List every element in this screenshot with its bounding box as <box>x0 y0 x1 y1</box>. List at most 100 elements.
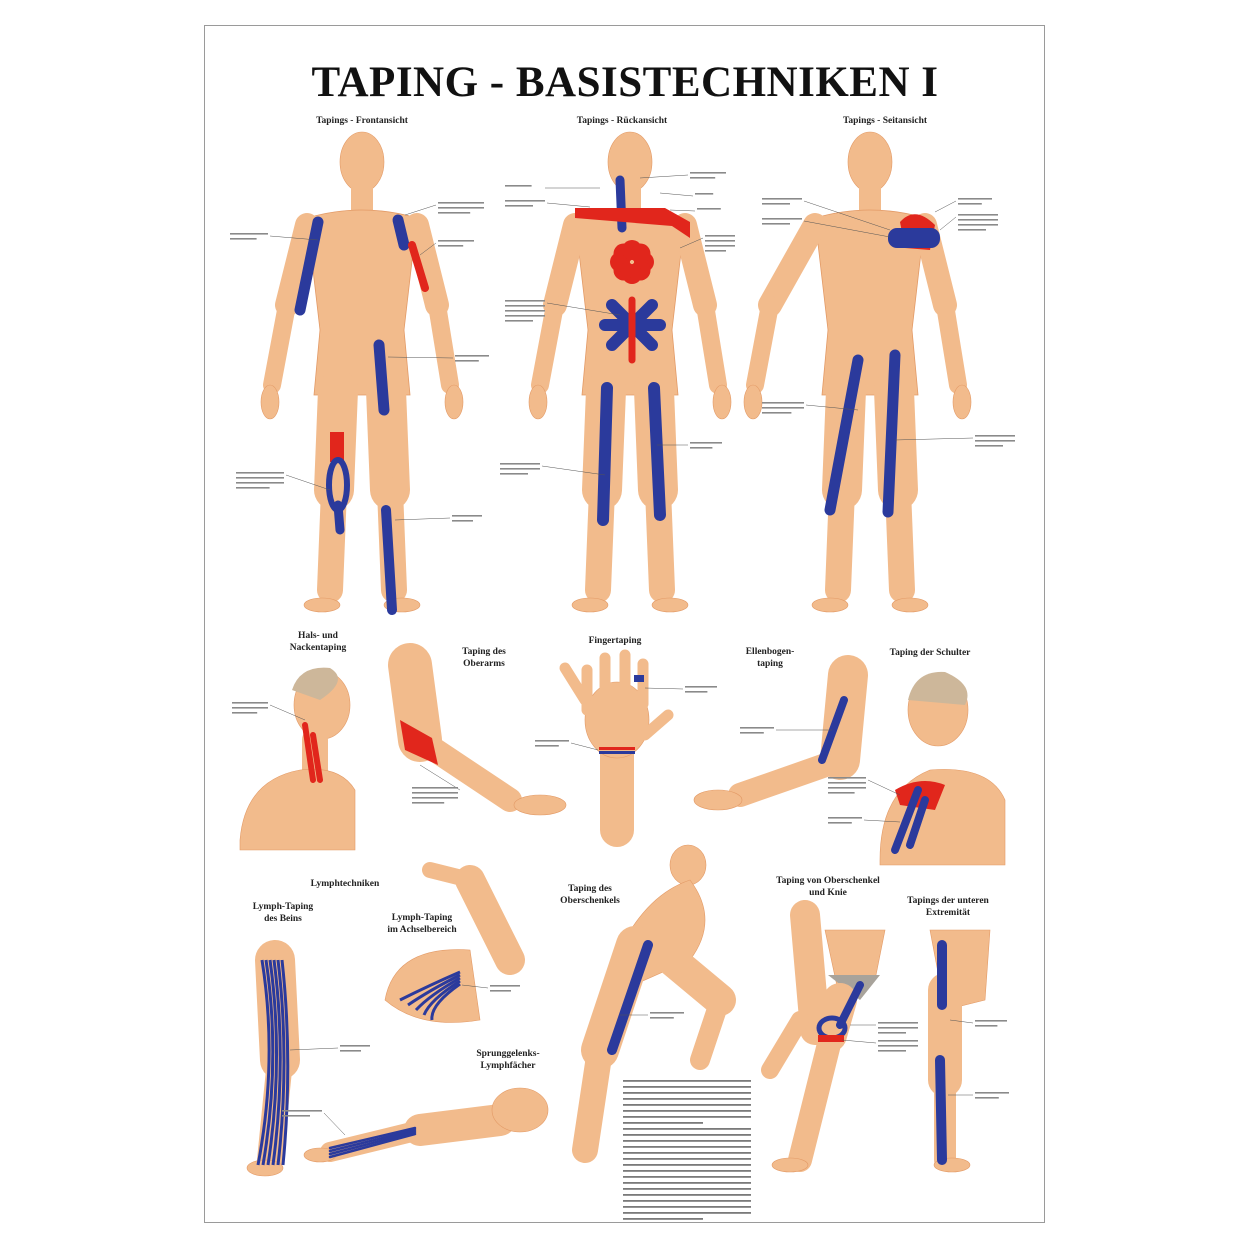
annotation-text <box>412 792 458 794</box>
heading-line: Taping des <box>462 647 506 657</box>
leader-line <box>546 302 621 316</box>
heading-finger-taping: Fingertaping <box>588 636 642 646</box>
annotation-text <box>695 193 714 195</box>
annotation-text <box>236 487 270 489</box>
tape-hamstring <box>882 349 901 518</box>
foot <box>811 597 849 613</box>
heading-line: Ellenbogen- <box>745 647 795 657</box>
heading-line: Oberarms <box>463 659 505 669</box>
leader-line <box>644 687 684 690</box>
forearm <box>408 728 522 812</box>
tape-upper-arm <box>400 720 438 765</box>
leader-line <box>387 356 454 359</box>
info-text-line <box>623 1182 751 1184</box>
leader-line <box>867 779 901 796</box>
shin <box>761 1011 809 1079</box>
shin <box>825 477 855 603</box>
leader-line <box>934 200 957 213</box>
tape-lower-leg <box>935 1055 947 1165</box>
annotation-text <box>740 727 774 729</box>
hand <box>952 384 972 420</box>
tape-lymph-fan <box>399 970 461 1002</box>
forearm <box>263 296 296 394</box>
annotation-text <box>455 355 489 357</box>
annotation-text <box>650 1012 684 1014</box>
annotation-text <box>878 1022 918 1024</box>
thigh <box>790 900 830 1045</box>
hair <box>292 667 338 700</box>
leader-line <box>285 474 331 491</box>
annotation-text <box>535 745 559 747</box>
forearm <box>746 296 779 394</box>
info-text-line <box>623 1134 751 1136</box>
tape-wrist <box>599 751 635 754</box>
leader-line <box>546 202 591 208</box>
heading-line: Sprunggelenks- <box>476 1049 540 1059</box>
leader-line <box>269 704 306 721</box>
annotation-text <box>232 712 258 714</box>
annotation-text <box>762 218 802 220</box>
leader-line <box>289 1047 339 1051</box>
annotation-text <box>740 732 764 734</box>
annotation-text <box>762 402 804 404</box>
info-text-line <box>623 1116 751 1118</box>
heading-back-view: Tapings - Rückansicht <box>576 116 668 126</box>
leader-line <box>679 237 704 249</box>
annotation-text <box>975 1020 1007 1022</box>
tape-lymph-fan <box>407 973 461 1007</box>
tape-lymph-fan <box>276 959 286 1166</box>
annotation-text <box>690 177 716 179</box>
info-text-line <box>623 1188 751 1190</box>
tape-wrist <box>599 747 635 750</box>
upper-arm <box>673 213 717 317</box>
tape-knee-ligament <box>818 1035 844 1042</box>
leader-line <box>404 204 437 216</box>
info-text-line <box>623 1212 751 1214</box>
annotation-text <box>878 1027 918 1029</box>
info-text-line <box>623 1098 751 1100</box>
annotation-text <box>505 320 533 322</box>
heading-line: des Beins <box>264 914 302 924</box>
info-text-line <box>623 1140 751 1142</box>
annotation-text <box>230 233 268 235</box>
shin <box>788 1028 842 1172</box>
annotation-text <box>958 214 998 216</box>
annotation-text <box>505 185 532 187</box>
tape-hamstring <box>597 382 613 526</box>
upper-arm <box>758 213 827 317</box>
annotation-text <box>282 1110 322 1112</box>
info-text-line <box>623 1152 751 1154</box>
tape-shoulder-ligament <box>408 241 429 292</box>
hand <box>712 384 732 420</box>
annotation-text <box>500 463 540 465</box>
upper-arm <box>455 865 525 975</box>
leader-line <box>269 235 319 241</box>
annotation-text <box>975 440 1015 442</box>
annotation-text <box>762 223 790 225</box>
shin <box>885 477 915 603</box>
annotation-text <box>500 473 528 475</box>
hand <box>260 384 280 420</box>
annotation-text <box>232 707 268 709</box>
thigh <box>644 934 736 1016</box>
annotation-text <box>958 224 998 226</box>
annotation-text <box>236 472 284 474</box>
annotation-text <box>340 1050 361 1052</box>
tape-star-upper <box>630 243 651 264</box>
annotation-text <box>452 515 482 517</box>
info-text-line <box>623 1110 751 1112</box>
poster-frame <box>204 25 1045 1223</box>
annotation-text <box>232 702 268 704</box>
annotation-text <box>878 1032 906 1034</box>
tape-hamstring <box>648 382 666 521</box>
tape-lymph-fan <box>280 959 290 1166</box>
tape-knee <box>333 500 345 535</box>
foot <box>571 597 609 613</box>
info-text-line <box>623 1158 751 1160</box>
annotation-text <box>878 1045 918 1047</box>
